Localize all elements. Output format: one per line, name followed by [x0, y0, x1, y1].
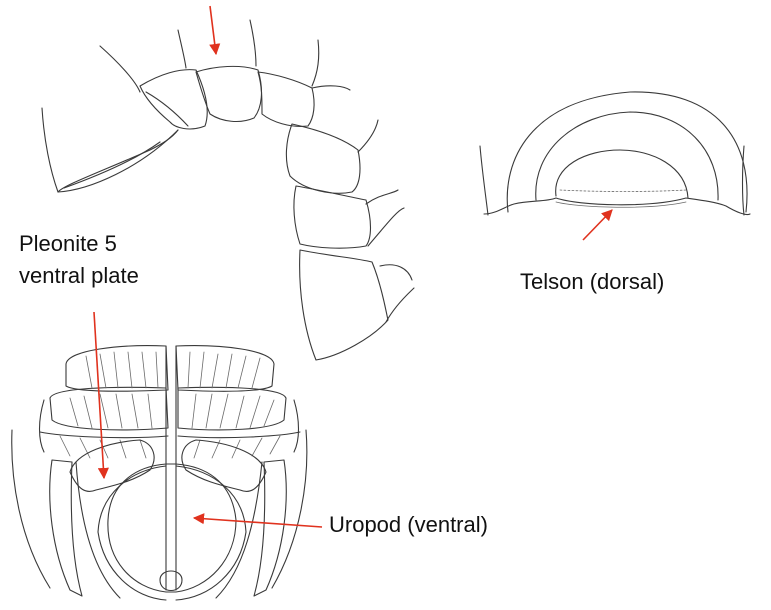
telson-label: Telson (dorsal) — [520, 268, 664, 295]
antenna-pointer-arrow — [210, 6, 216, 54]
uropod-pointer-arrow — [194, 518, 322, 527]
pleonite-label-line1: Pleonite 5 — [19, 230, 117, 257]
telson-pointer-arrow — [583, 210, 612, 240]
pleon-ventral-drawing — [12, 346, 307, 600]
telson-drawing — [480, 92, 750, 215]
antenna-drawing — [42, 20, 414, 360]
pleonite-pointer-arrow — [94, 312, 104, 478]
uropod-label: Uropod (ventral) — [329, 511, 488, 538]
pleonite-label-line2: ventral plate — [19, 262, 139, 289]
